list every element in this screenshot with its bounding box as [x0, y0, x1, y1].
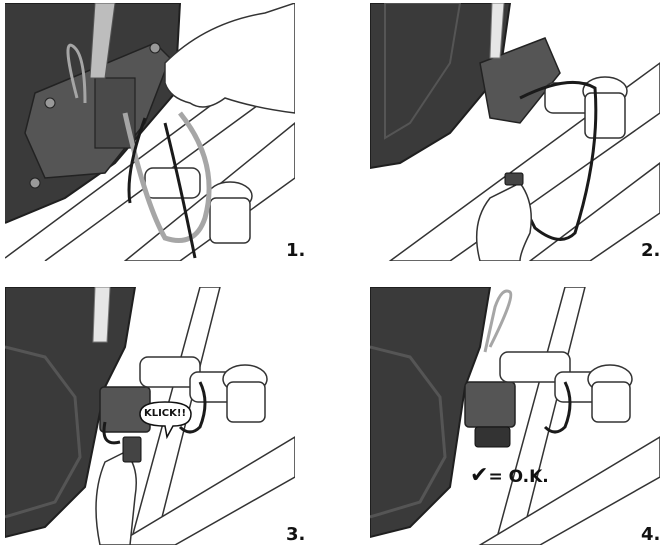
step-number: 2.: [641, 240, 661, 261]
step-number: 4.: [641, 524, 661, 545]
step-3-illustration: KLICK!!: [5, 287, 295, 545]
step-3-drawing: [5, 287, 295, 545]
step-number: 3.: [286, 524, 306, 545]
ok-label: = O.K.: [488, 467, 549, 487]
step-4-drawing: [370, 287, 660, 545]
step-4-illustration: ✔= O.K.: [370, 287, 660, 545]
step-2-illustration: [370, 3, 660, 261]
step-2-drawing: [370, 3, 660, 261]
step-1-illustration: [5, 3, 295, 261]
step-1-drawing: [5, 3, 295, 261]
ok-status: ✔= O.K.: [470, 463, 549, 488]
check-icon: ✔: [470, 463, 489, 488]
step-number: 1.: [286, 240, 306, 261]
klick-callout: KLICK!!: [143, 408, 187, 419]
